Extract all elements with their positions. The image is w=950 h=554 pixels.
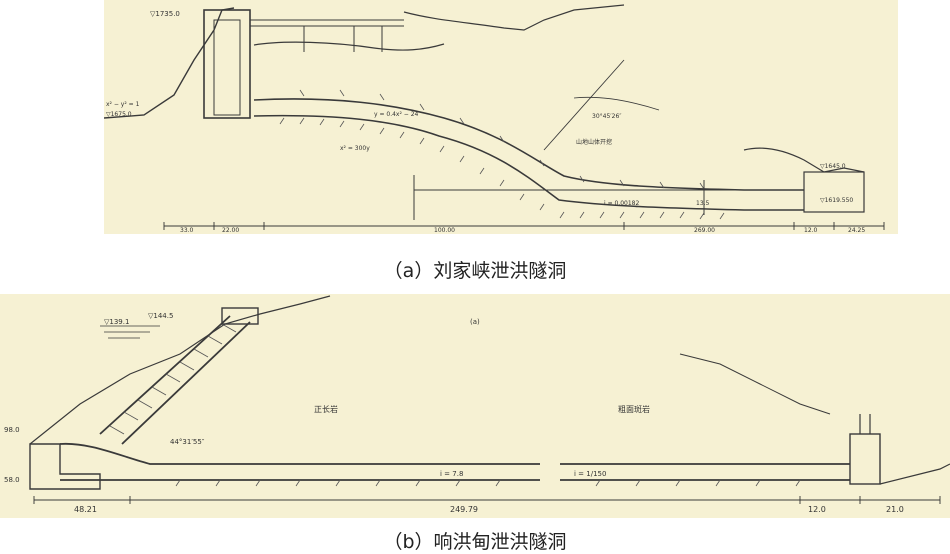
water-level-label: ▽1735.0 bbox=[150, 10, 180, 18]
liujiaxia-tunnel-drawing: ▽1735.0 x² − y² = 1 ▽1675.0 y = 0.4x² − … bbox=[104, 0, 898, 234]
dim-2-label: 22.00 bbox=[222, 227, 239, 234]
left-level2-label: 58.0 bbox=[4, 476, 20, 484]
slope2-label: i = 1/150 bbox=[574, 470, 606, 478]
left-level-label: ▽1675.0 bbox=[106, 111, 132, 118]
slope1-label: i = 7.8 bbox=[440, 470, 463, 478]
diagram-panel-b: ▽144.5 ▽139.1 98.0 58.0 44°31′55″ 正长岩 粗面… bbox=[0, 294, 950, 518]
dim-3-label: 12.0 bbox=[808, 505, 826, 514]
parabola-eq-label: x² = 300y bbox=[340, 145, 370, 152]
diagram-panel-a: ▽1735.0 x² − y² = 1 ▽1675.0 y = 0.4x² − … bbox=[104, 0, 898, 234]
curve-eq-label: y = 0.4x² − 24 bbox=[374, 111, 419, 118]
dim-1-label: 48.21 bbox=[74, 505, 97, 514]
left-level-label: 98.0 bbox=[4, 426, 20, 434]
angle-label: 30°45′26″ bbox=[592, 113, 622, 120]
height-mark-label: 13.5 bbox=[696, 200, 710, 207]
caption-b: （b）响洪甸泄洪隧洞 bbox=[383, 531, 567, 553]
dim-1-label: 33.0 bbox=[180, 227, 194, 234]
dim-2-label: 249.79 bbox=[450, 505, 478, 514]
dim-5-label: 12.0 bbox=[804, 227, 818, 234]
water-level2-label: ▽144.5 bbox=[148, 312, 173, 320]
dim-4-label: 269.00 bbox=[694, 227, 715, 234]
caption-a: （a）刘家峡泄洪隧洞 bbox=[383, 260, 567, 282]
top-note-label: (a) bbox=[470, 318, 480, 326]
xianghongdian-tunnel-drawing: ▽144.5 ▽139.1 98.0 58.0 44°31′55″ 正长岩 粗面… bbox=[0, 294, 950, 518]
left-note-label: x² − y² = 1 bbox=[106, 101, 140, 108]
right-level2-label: ▽1619.550 bbox=[820, 197, 853, 204]
right-level-label: ▽1645.0 bbox=[820, 163, 846, 170]
dim-3-label: 100.00 bbox=[434, 227, 455, 234]
rock-right-label: 粗面斑岩 bbox=[618, 404, 650, 414]
rock-left-label: 正长岩 bbox=[314, 404, 338, 414]
right-note-label: 山地山体开挖 bbox=[576, 138, 612, 146]
slope-label: i = 0.00182 bbox=[604, 200, 640, 207]
dim-6-label: 24.25 bbox=[848, 227, 865, 234]
angle-label: 44°31′55″ bbox=[170, 438, 205, 446]
dim-4-label: 21.0 bbox=[886, 505, 904, 514]
water-level-label: ▽139.1 bbox=[104, 318, 129, 326]
